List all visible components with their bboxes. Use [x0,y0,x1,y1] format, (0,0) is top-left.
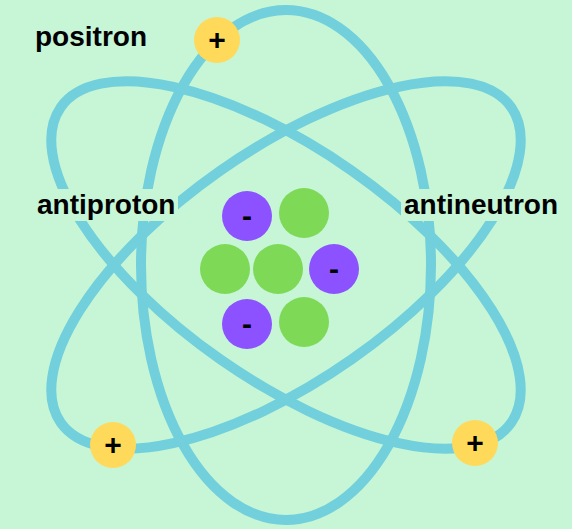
positron-ball: + [194,17,240,63]
particle-name: antiproton [34,189,178,221]
charge-sign: + [452,420,498,466]
charge-sign: - [222,299,272,349]
ball-fill [452,420,498,466]
charge-sign: - [309,244,359,294]
particle-name: positron [32,21,150,53]
antineutron-ball [253,244,303,294]
positron-ball: + [452,420,498,466]
antiproton-ball: - [222,299,272,349]
ball-fill [222,191,272,241]
particle-name: antineutron [401,189,561,221]
charge-sign: + [90,422,136,468]
positron-ball: + [90,422,136,468]
charge-sign: - [222,191,272,241]
ball-fill [222,299,272,349]
orbit [0,13,572,517]
ball-fill [90,422,136,468]
orbits [0,10,572,520]
orbit [0,13,572,517]
antineutron-ball [279,297,329,347]
charge-sign: + [194,17,240,63]
antiproton-ball: - [309,244,359,294]
ball-fill [309,244,359,294]
antineutron-ball [200,244,250,294]
antineutron-ball [279,188,329,238]
antiproton-ball: - [222,191,272,241]
ball-fill [194,17,240,63]
